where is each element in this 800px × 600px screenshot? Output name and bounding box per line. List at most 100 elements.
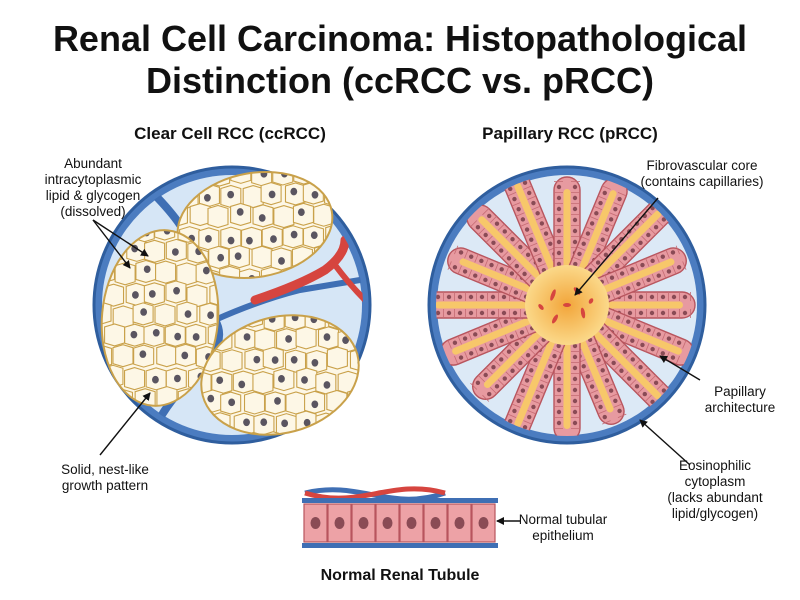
nucleus <box>556 387 562 393</box>
clear-cell <box>324 183 341 207</box>
nucleus <box>353 440 361 448</box>
nucleus <box>514 263 519 269</box>
clear-cell <box>123 407 145 411</box>
nucleus <box>527 190 532 196</box>
nucleus <box>358 517 369 529</box>
papillary-subtitle: Papillary RCC (pRCC) <box>482 124 658 143</box>
nucleus <box>608 388 614 393</box>
nucleus <box>595 260 601 265</box>
nucleus <box>458 250 464 255</box>
nucleus <box>535 394 540 399</box>
nucleus <box>604 378 610 383</box>
nucleus <box>556 206 562 212</box>
nucleus <box>243 418 250 427</box>
nucleus <box>600 237 605 242</box>
nucleus <box>656 332 661 337</box>
clear-cell <box>370 432 373 452</box>
nucleus <box>323 333 331 341</box>
nucleus <box>469 254 474 259</box>
nucleus <box>457 294 463 300</box>
nucleus <box>334 517 345 529</box>
nucleus <box>368 379 373 388</box>
label-growth-line-1: Solid, nest-like <box>61 462 149 477</box>
nucleus <box>602 414 607 420</box>
clear-cell <box>207 204 229 229</box>
nucleus <box>278 257 285 265</box>
nucleus <box>609 275 615 280</box>
nucleus <box>556 261 562 267</box>
clear-cell <box>326 346 348 370</box>
nucleus <box>529 368 534 373</box>
nucleus <box>638 310 644 316</box>
clear-cell <box>112 344 134 368</box>
nucleus <box>630 357 635 362</box>
nucleus <box>446 310 452 316</box>
nucleus <box>143 265 151 274</box>
nucleus <box>79 310 86 318</box>
nucleus <box>572 387 578 393</box>
clear-cell <box>73 261 93 283</box>
nucleus <box>630 267 635 272</box>
nucleus <box>531 200 536 206</box>
nucleus <box>475 225 481 230</box>
nucleus <box>630 338 635 343</box>
clear-cell <box>315 160 337 185</box>
nucleus <box>499 267 504 272</box>
nucleus <box>537 257 542 263</box>
nucleus <box>173 286 180 295</box>
nucleus <box>527 414 532 420</box>
nucleus <box>469 351 474 356</box>
clear-cell <box>336 163 341 188</box>
clear-cell <box>100 406 123 411</box>
label-cytoplasm-line-3: (lacks abundant <box>667 490 763 505</box>
nucleus <box>660 254 665 259</box>
nucleus <box>660 351 665 356</box>
nucleus <box>227 190 235 199</box>
nucleus <box>535 211 540 216</box>
nucleus <box>650 258 655 264</box>
nucleus <box>556 398 562 404</box>
nucleus <box>181 351 189 360</box>
label-cytoplasm-line-1: Eosinophilic <box>678 458 752 473</box>
nucleus <box>207 311 215 320</box>
nucleus <box>556 376 562 382</box>
nucleus <box>572 228 578 234</box>
normal-tubule-title: Normal Renal Tubule <box>320 567 480 584</box>
nucleus <box>638 365 643 370</box>
nucleus <box>548 364 553 369</box>
arrow-cytoplasm <box>639 419 691 466</box>
arrow-architecture <box>659 355 701 381</box>
nucleus <box>310 148 317 156</box>
nucleus <box>512 408 517 414</box>
core-capillary <box>563 303 571 307</box>
nucleus <box>572 343 578 349</box>
nucleus <box>626 319 631 324</box>
nucleus <box>585 231 591 236</box>
nucleus <box>572 365 578 371</box>
nucleus <box>487 213 492 219</box>
title-line-1: Renal Cell Carcinoma: Histopathological <box>52 18 748 59</box>
clear-cell <box>241 160 263 164</box>
nucleus <box>627 376 632 381</box>
nucleus <box>682 310 688 316</box>
nucleus <box>490 310 496 316</box>
nucleus <box>636 323 641 329</box>
nucleus <box>479 258 484 264</box>
nucleus <box>475 380 481 385</box>
clear-cell <box>220 160 242 164</box>
nucleus <box>452 265 458 270</box>
clear-cell <box>104 323 126 347</box>
nucleus <box>69 290 76 298</box>
nucleus <box>234 252 242 260</box>
nucleus <box>603 353 609 358</box>
nucleus <box>615 290 621 295</box>
nucleus <box>650 346 655 352</box>
nucleus <box>519 330 525 335</box>
nucleus <box>94 335 97 344</box>
nucleus <box>556 184 562 190</box>
nucleus <box>615 263 620 269</box>
nucleus <box>342 336 349 345</box>
nucleus <box>457 310 463 316</box>
nucleus <box>483 277 488 283</box>
